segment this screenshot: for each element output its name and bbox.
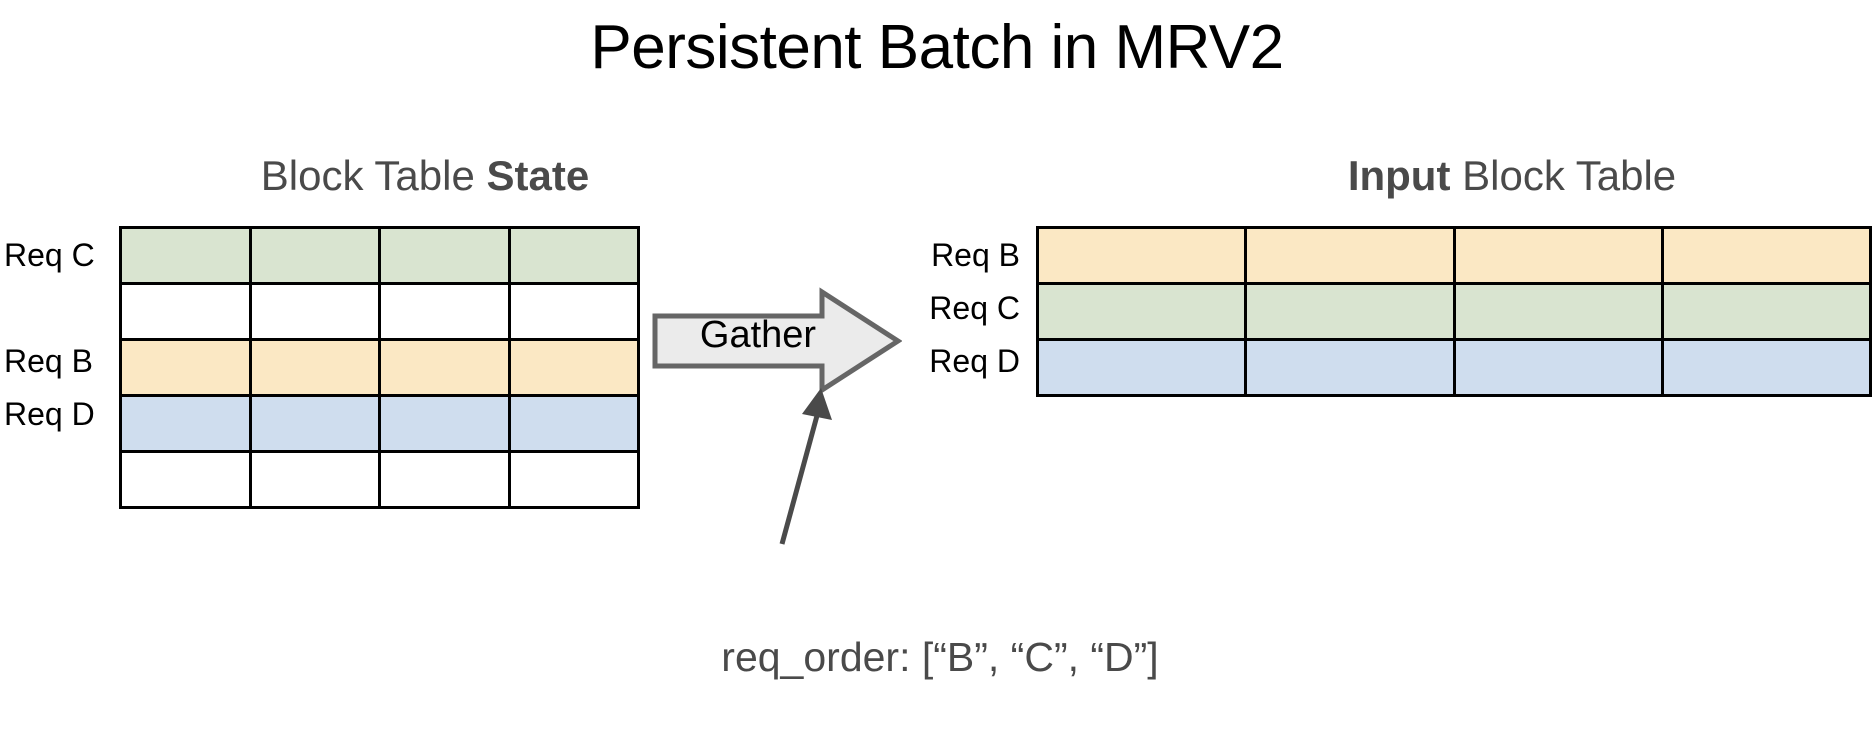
row-label-req-b: Req B (4, 342, 93, 379)
block-cell (1035, 282, 1248, 341)
block-cell (1660, 226, 1873, 285)
table-row (119, 226, 640, 285)
row-label-req-c: Req C (4, 236, 95, 273)
heading-right-suffix: Block Table (1450, 152, 1677, 199)
block-cell (1035, 226, 1248, 285)
block-cell (378, 338, 511, 397)
block-cell (119, 394, 252, 453)
block-cell (378, 450, 511, 509)
req-order-callout: req_order: [“B”, “C”, “D”] (721, 634, 1159, 680)
block-cell (1244, 226, 1456, 285)
callout-pointer-arrow-icon (779, 388, 832, 545)
block-cell (1244, 338, 1456, 397)
block-cell (119, 226, 252, 285)
block-table-state-body (119, 226, 640, 509)
block-cell (1452, 282, 1664, 341)
block-table-state-heading: Block Table State (110, 155, 740, 197)
block-cell (119, 338, 252, 397)
block-cell (378, 282, 511, 341)
heading-left-prefix: Block Table (260, 152, 487, 199)
block-cell (1452, 226, 1664, 285)
table-row (1035, 338, 1873, 397)
block-cell (1452, 338, 1664, 397)
gather-label: Gather (699, 314, 817, 356)
block-cell (1660, 338, 1873, 397)
block-cell (1035, 338, 1248, 397)
row-label-req-c: Req C (929, 289, 1020, 326)
table-row (1035, 226, 1873, 285)
row-label-req-d: Req D (4, 395, 95, 432)
row-label-req-b: Req B (931, 236, 1020, 273)
table-row (119, 450, 640, 509)
block-cell (1244, 282, 1456, 341)
block-cell (248, 450, 381, 509)
block-cell (507, 394, 640, 453)
block-cell (248, 226, 381, 285)
block-cell (248, 338, 381, 397)
input-block-table-body (1035, 226, 1873, 397)
block-cell (507, 338, 640, 397)
block-cell (248, 394, 381, 453)
table-row (1035, 282, 1873, 341)
block-cell (378, 394, 511, 453)
heading-right-accent: Input (1347, 152, 1451, 199)
block-cell (507, 282, 640, 341)
block-cell (1660, 282, 1873, 341)
page-title: Persistent Batch in MRV2 (590, 13, 1284, 82)
block-cell (378, 226, 511, 285)
block-cell (119, 450, 252, 509)
block-cell (507, 226, 640, 285)
row-label-req-d: Req D (929, 342, 1020, 379)
gather-arrow-icon (652, 287, 902, 395)
block-table-state (119, 226, 640, 509)
heading-left-accent: State (486, 152, 590, 199)
input-block-table-heading: Input Block Table (1150, 155, 1874, 197)
block-cell (119, 282, 252, 341)
table-row (119, 282, 640, 341)
table-row (119, 338, 640, 397)
table-row (119, 394, 640, 453)
input-block-table (1035, 226, 1873, 397)
block-cell (248, 282, 381, 341)
block-cell (507, 450, 640, 509)
